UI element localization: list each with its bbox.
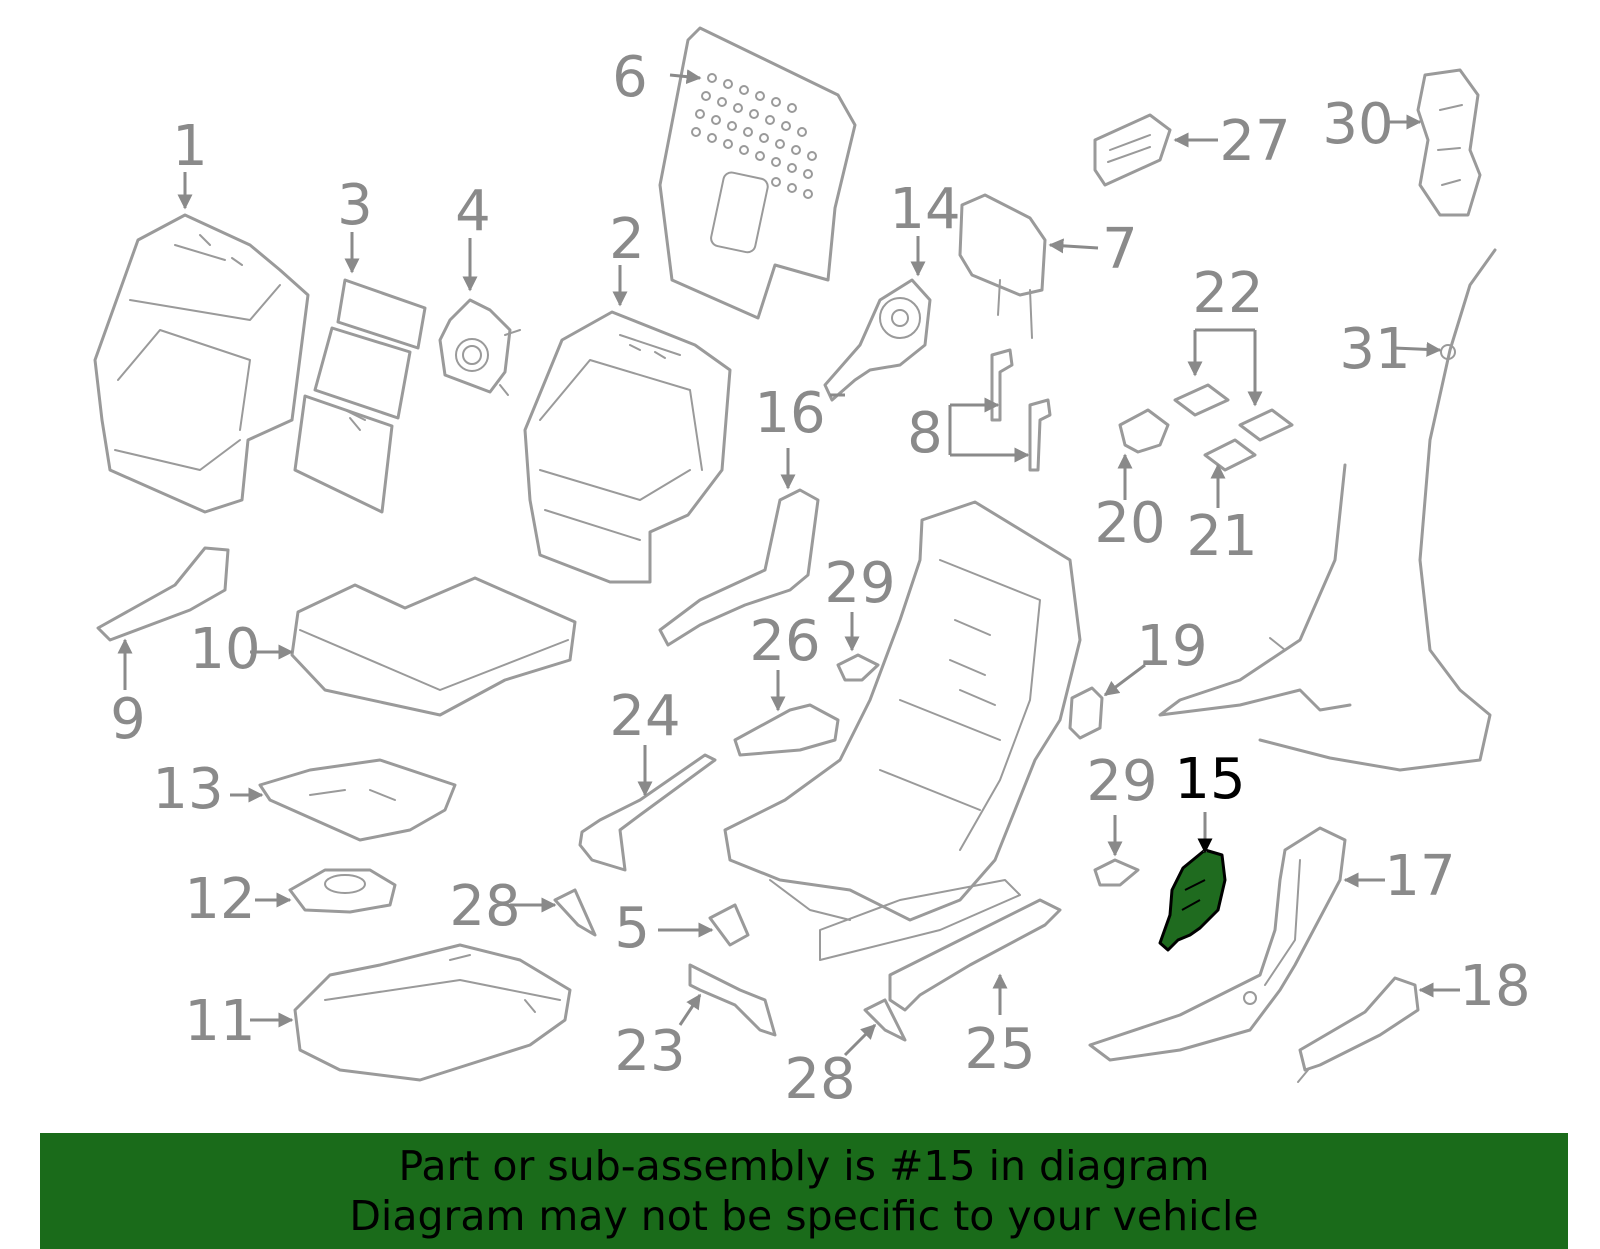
part-28-clip-a (553, 888, 597, 937)
callout-26: 26 (749, 609, 820, 674)
part-23-bracket (688, 963, 777, 1037)
callout-31: 31 (1339, 317, 1410, 382)
callout-7: 7 (1102, 217, 1138, 282)
part-13-mat (258, 758, 457, 842)
callout-11: 11 (184, 989, 255, 1054)
part-7-headrest (958, 193, 1047, 339)
callout-4: 4 (455, 179, 491, 244)
part-20-clip (1118, 408, 1170, 454)
callout-2: 2 (609, 207, 645, 272)
callout-27: 27 (1219, 109, 1290, 174)
callout-19: 19 (1136, 614, 1207, 679)
part-5-bracket (708, 903, 750, 947)
part-24-rail (578, 753, 717, 872)
part-29-clip-upper (836, 653, 880, 682)
part-27-clip (1093, 113, 1172, 187)
callout-14: 14 (889, 177, 960, 242)
part-2-seatback-frame (523, 310, 732, 584)
callout-13: 13 (152, 757, 223, 822)
part-22-clips (1173, 383, 1294, 442)
part-15-highlighted (1158, 848, 1227, 952)
callout-17: 17 (1384, 844, 1455, 909)
part-12-bracket (288, 868, 397, 914)
callout-1: 1 (172, 114, 208, 179)
callout-9: 9 (110, 687, 146, 752)
callout-16: 16 (754, 381, 825, 446)
callout-labels: 1 2 3 4 5 6 7 8 9 10 11 12 13 14 15 16 1… (110, 45, 1530, 1112)
part-28-clip-b (863, 998, 907, 1042)
callout-15: 15 (1174, 747, 1245, 812)
cable-assembly (1158, 463, 1352, 717)
part-6-perforated-panel (658, 26, 857, 320)
part-25-rail (888, 898, 1062, 1012)
callout-25: 25 (964, 1017, 1035, 1082)
callout-29b: 29 (1086, 749, 1157, 814)
part-1-seatback-cover (93, 213, 310, 514)
part-29-clip-lower (1093, 858, 1140, 887)
callout-10: 10 (189, 617, 260, 682)
part-30-bracket (1416, 68, 1482, 217)
banner-line-2: Diagram may not be specific to your vehi… (349, 1192, 1259, 1240)
callout-29a: 29 (824, 551, 895, 616)
part-17-side-shield (1088, 826, 1347, 1062)
callout-18: 18 (1459, 954, 1530, 1019)
part-18-handle (1297, 976, 1420, 1083)
part-16-trim (658, 488, 820, 647)
part-11-seat-base (293, 943, 572, 1082)
banner-line-1: Part or sub-assembly is #15 in diagram (398, 1142, 1210, 1190)
callout-20: 20 (1094, 491, 1165, 556)
part-3-back-panels (293, 278, 427, 514)
leader-lines (117, 69, 1460, 1057)
callout-22: 22 (1192, 261, 1263, 326)
info-banner: Part or sub-assembly is #15 in diagram D… (40, 1133, 1568, 1249)
callout-30: 30 (1322, 92, 1393, 157)
callout-28b: 28 (784, 1047, 855, 1112)
part-10-seat-cushion (290, 576, 577, 717)
part-8-guides (990, 348, 1052, 472)
callout-5: 5 (614, 896, 650, 961)
part-21-clip (1203, 438, 1257, 472)
callout-28a: 28 (449, 874, 520, 939)
seat-frame (723, 500, 1082, 961)
callout-24: 24 (609, 684, 680, 749)
callout-23: 23 (614, 1019, 685, 1084)
part-4-bracket (438, 298, 521, 396)
callout-6: 6 (612, 45, 648, 110)
callout-21: 21 (1186, 504, 1257, 569)
callout-8: 8 (907, 401, 943, 466)
part-19-clip (1068, 686, 1104, 740)
part-9-trim (96, 546, 230, 642)
callout-3: 3 (337, 173, 373, 238)
part-26-bracket (733, 703, 840, 757)
part-14-bracket (823, 278, 932, 402)
callout-12: 12 (184, 867, 255, 932)
